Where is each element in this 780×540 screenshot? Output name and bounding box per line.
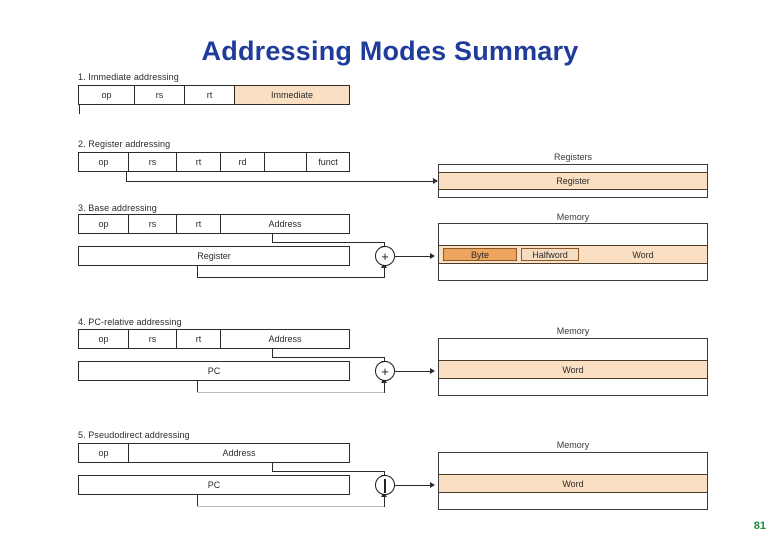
mode-3-addr-line-h — [272, 242, 385, 243]
field-address: Address — [129, 444, 349, 462]
mode-3-label: 3. Base addressing — [78, 203, 157, 213]
registers-highlight-row: Register — [439, 172, 707, 190]
mode-3-register-box: Register — [78, 246, 350, 266]
mode-4-pc-box: PC — [78, 361, 350, 381]
field-op: op — [79, 215, 129, 233]
memory-highlight-row-3: Byte Halfword Word — [439, 245, 707, 264]
mode-2-instruction-row: op rs rt rd funct — [78, 152, 350, 172]
mode-3-out-line — [395, 256, 431, 257]
memory-chunk-word: Word — [632, 249, 654, 260]
mode-5-out-line — [395, 485, 431, 486]
mode-4-out-arrow — [430, 368, 435, 374]
field-op: op — [79, 330, 129, 348]
mode-2-connector-h — [126, 181, 434, 182]
memory-highlight-row-5: Word — [439, 474, 707, 493]
mode-4-label: 4. PC-relative addressing — [78, 317, 182, 327]
field-rt: rt — [177, 330, 221, 348]
mode-4-out-line — [395, 371, 431, 372]
mode-4-addr-line-h — [272, 357, 385, 358]
mode-4-addr-line-v2 — [384, 357, 385, 363]
field-rd: rd — [221, 153, 265, 171]
mode-5-addr-line-h — [272, 471, 385, 472]
page-number: 81 — [753, 520, 766, 532]
mode-4-pc-line-v — [197, 381, 198, 393]
memory-highlight-row-4: Word — [439, 360, 707, 379]
mode-3-reg-line-v2 — [384, 266, 385, 278]
mode-4-instruction-row: op rs rt Address — [78, 329, 350, 349]
mode-3-reg-line-h — [197, 277, 385, 278]
field-rs: rs — [135, 86, 185, 104]
mode-5-pc-box: PC — [78, 475, 350, 495]
mode-2-arrow — [433, 178, 438, 184]
mode-4-adder-icon: + — [375, 361, 395, 381]
field-address: Address — [221, 215, 349, 233]
field-rt: rt — [177, 215, 221, 233]
memory-title: Memory — [556, 212, 590, 222]
mode-3-addr-line-v — [272, 234, 273, 243]
mode-1-stub-line — [79, 105, 80, 114]
field-rt: rt — [177, 153, 221, 171]
registers-title: Registers — [553, 152, 592, 162]
field-rs: rs — [129, 215, 177, 233]
mode-3-reg-line-v — [197, 266, 198, 278]
mode-4-pc-line-v2 — [384, 381, 385, 393]
memory-row-word: Word — [562, 364, 584, 375]
mode-5-pc-line-h — [197, 506, 385, 507]
field-rs: rs — [129, 330, 177, 348]
mode-3-adder-icon: + — [375, 246, 395, 266]
mode-5-instruction-row: op Address — [78, 443, 350, 463]
field-shamt — [265, 153, 307, 171]
mode-5-concat-icon: | — [375, 475, 395, 495]
mode-3-instruction-row: op rs rt Address — [78, 214, 350, 234]
field-funct: funct — [307, 153, 349, 171]
registers-row-label: Register — [556, 176, 590, 186]
mode-1-instruction-row: op rs rt Immediate — [78, 85, 350, 105]
mode-3-addr-line-v2 — [384, 242, 385, 248]
memory-title: Memory — [556, 440, 590, 450]
mode-5-label: 5. Pseudodirect addressing — [78, 430, 190, 440]
mode-5-addr-line-v2 — [384, 471, 385, 477]
mode-1-label: 1. Immediate addressing — [78, 72, 179, 82]
field-op: op — [79, 86, 135, 104]
mode-5-out-arrow — [430, 482, 435, 488]
field-immediate: Immediate — [235, 86, 349, 104]
mode-3-out-arrow — [430, 253, 435, 259]
memory-chunk-byte: Byte — [443, 248, 517, 261]
field-op: op — [79, 153, 129, 171]
field-address: Address — [221, 330, 349, 348]
mode-5-pc-line-v — [197, 495, 198, 507]
field-rt: rt — [185, 86, 235, 104]
mode-5-pc-line-v2 — [384, 495, 385, 507]
field-rs: rs — [129, 153, 177, 171]
memory-chunk-halfword: Halfword — [521, 248, 579, 261]
mode-4-addr-line-v — [272, 349, 273, 358]
mode-2-connector-v — [126, 172, 127, 182]
mode-4-pc-line-h — [197, 392, 385, 393]
field-op: op — [79, 444, 129, 462]
memory-title: Memory — [556, 326, 590, 336]
mode-5-addr-line-v — [272, 463, 273, 472]
mode-2-label: 2. Register addressing — [78, 139, 171, 149]
memory-row-word: Word — [562, 478, 584, 489]
page-title: Addressing Modes Summary — [201, 36, 579, 66]
